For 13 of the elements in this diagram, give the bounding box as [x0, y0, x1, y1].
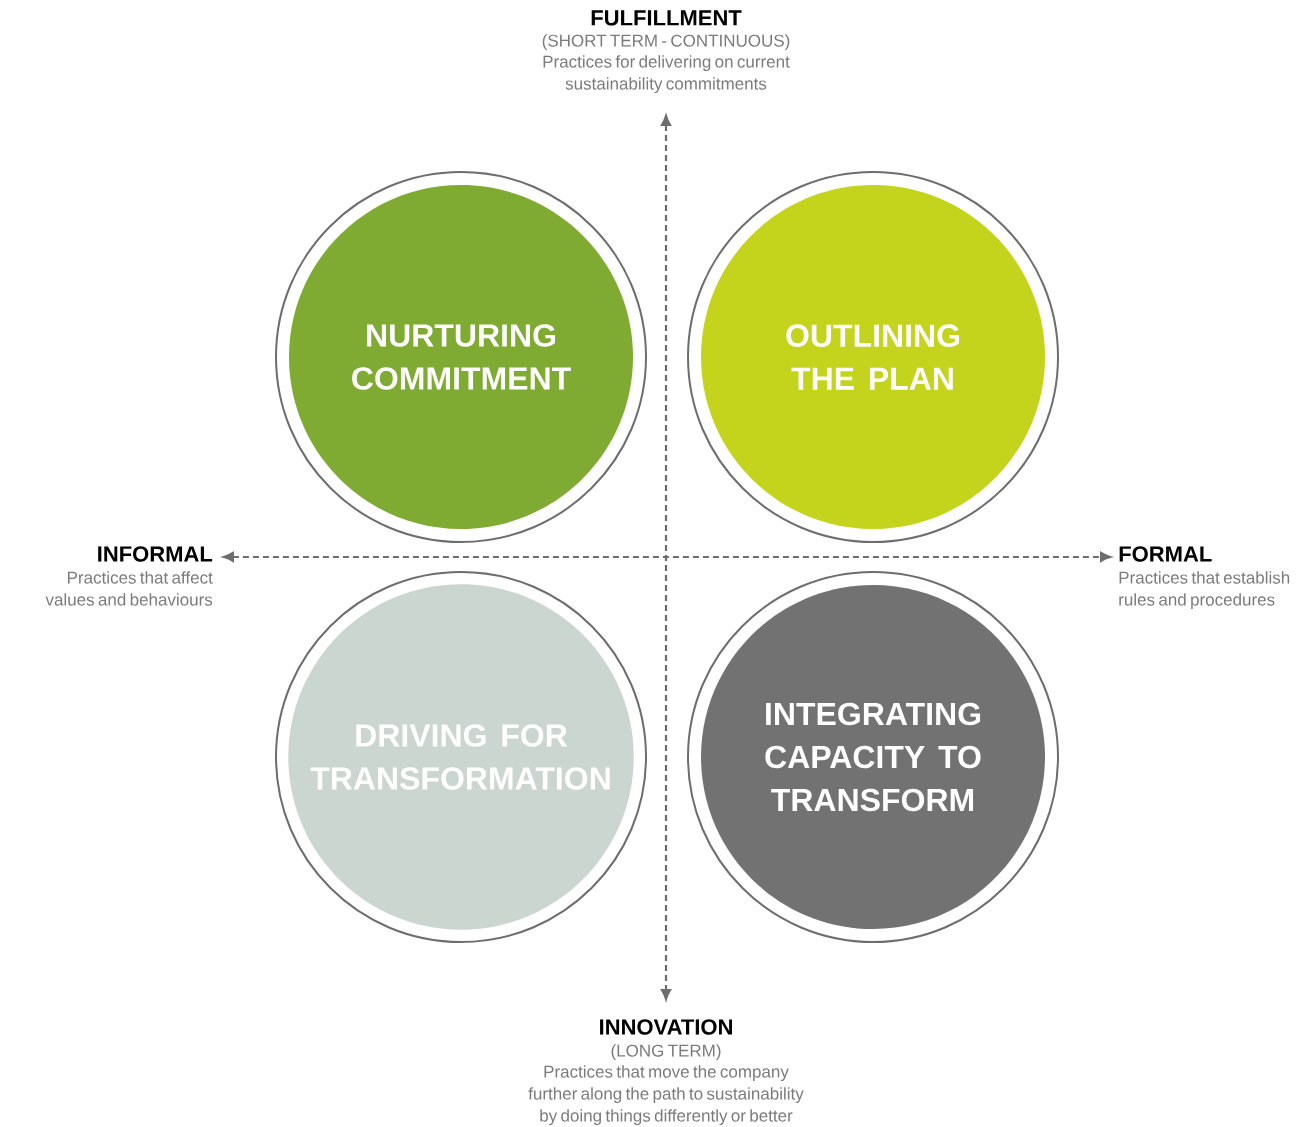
circle-node: OUTLINING THE PLAN: [687, 171, 1059, 543]
axis-title: FORMAL: [1119, 546, 1212, 562]
axis-description: (LONG TERM): [611, 1044, 721, 1061]
axis-title: INNOVATION: [600, 1019, 732, 1035]
axis-description: (SHORT TERM - CONTINUOUS): [542, 34, 790, 51]
axis-title: INFORMAL: [98, 546, 213, 562]
axis-description: Practices that move the company further along the path to sustainability by doing things differently or better: [528, 1065, 804, 1126]
axis-description: Practices for delivering on current sustainability commitments: [543, 55, 790, 94]
axis-title: FULFILLMENT: [591, 10, 742, 26]
axis-description: Practices that establish rules and procedures: [1119, 571, 1290, 610]
circle-node: NURTURING COMMITMENT: [275, 171, 647, 543]
axis-description: Practices that affect values and behaviours: [45, 571, 213, 606]
circle-node: INTEGRATING CAPACITY TO TRANSFORM: [687, 571, 1059, 943]
